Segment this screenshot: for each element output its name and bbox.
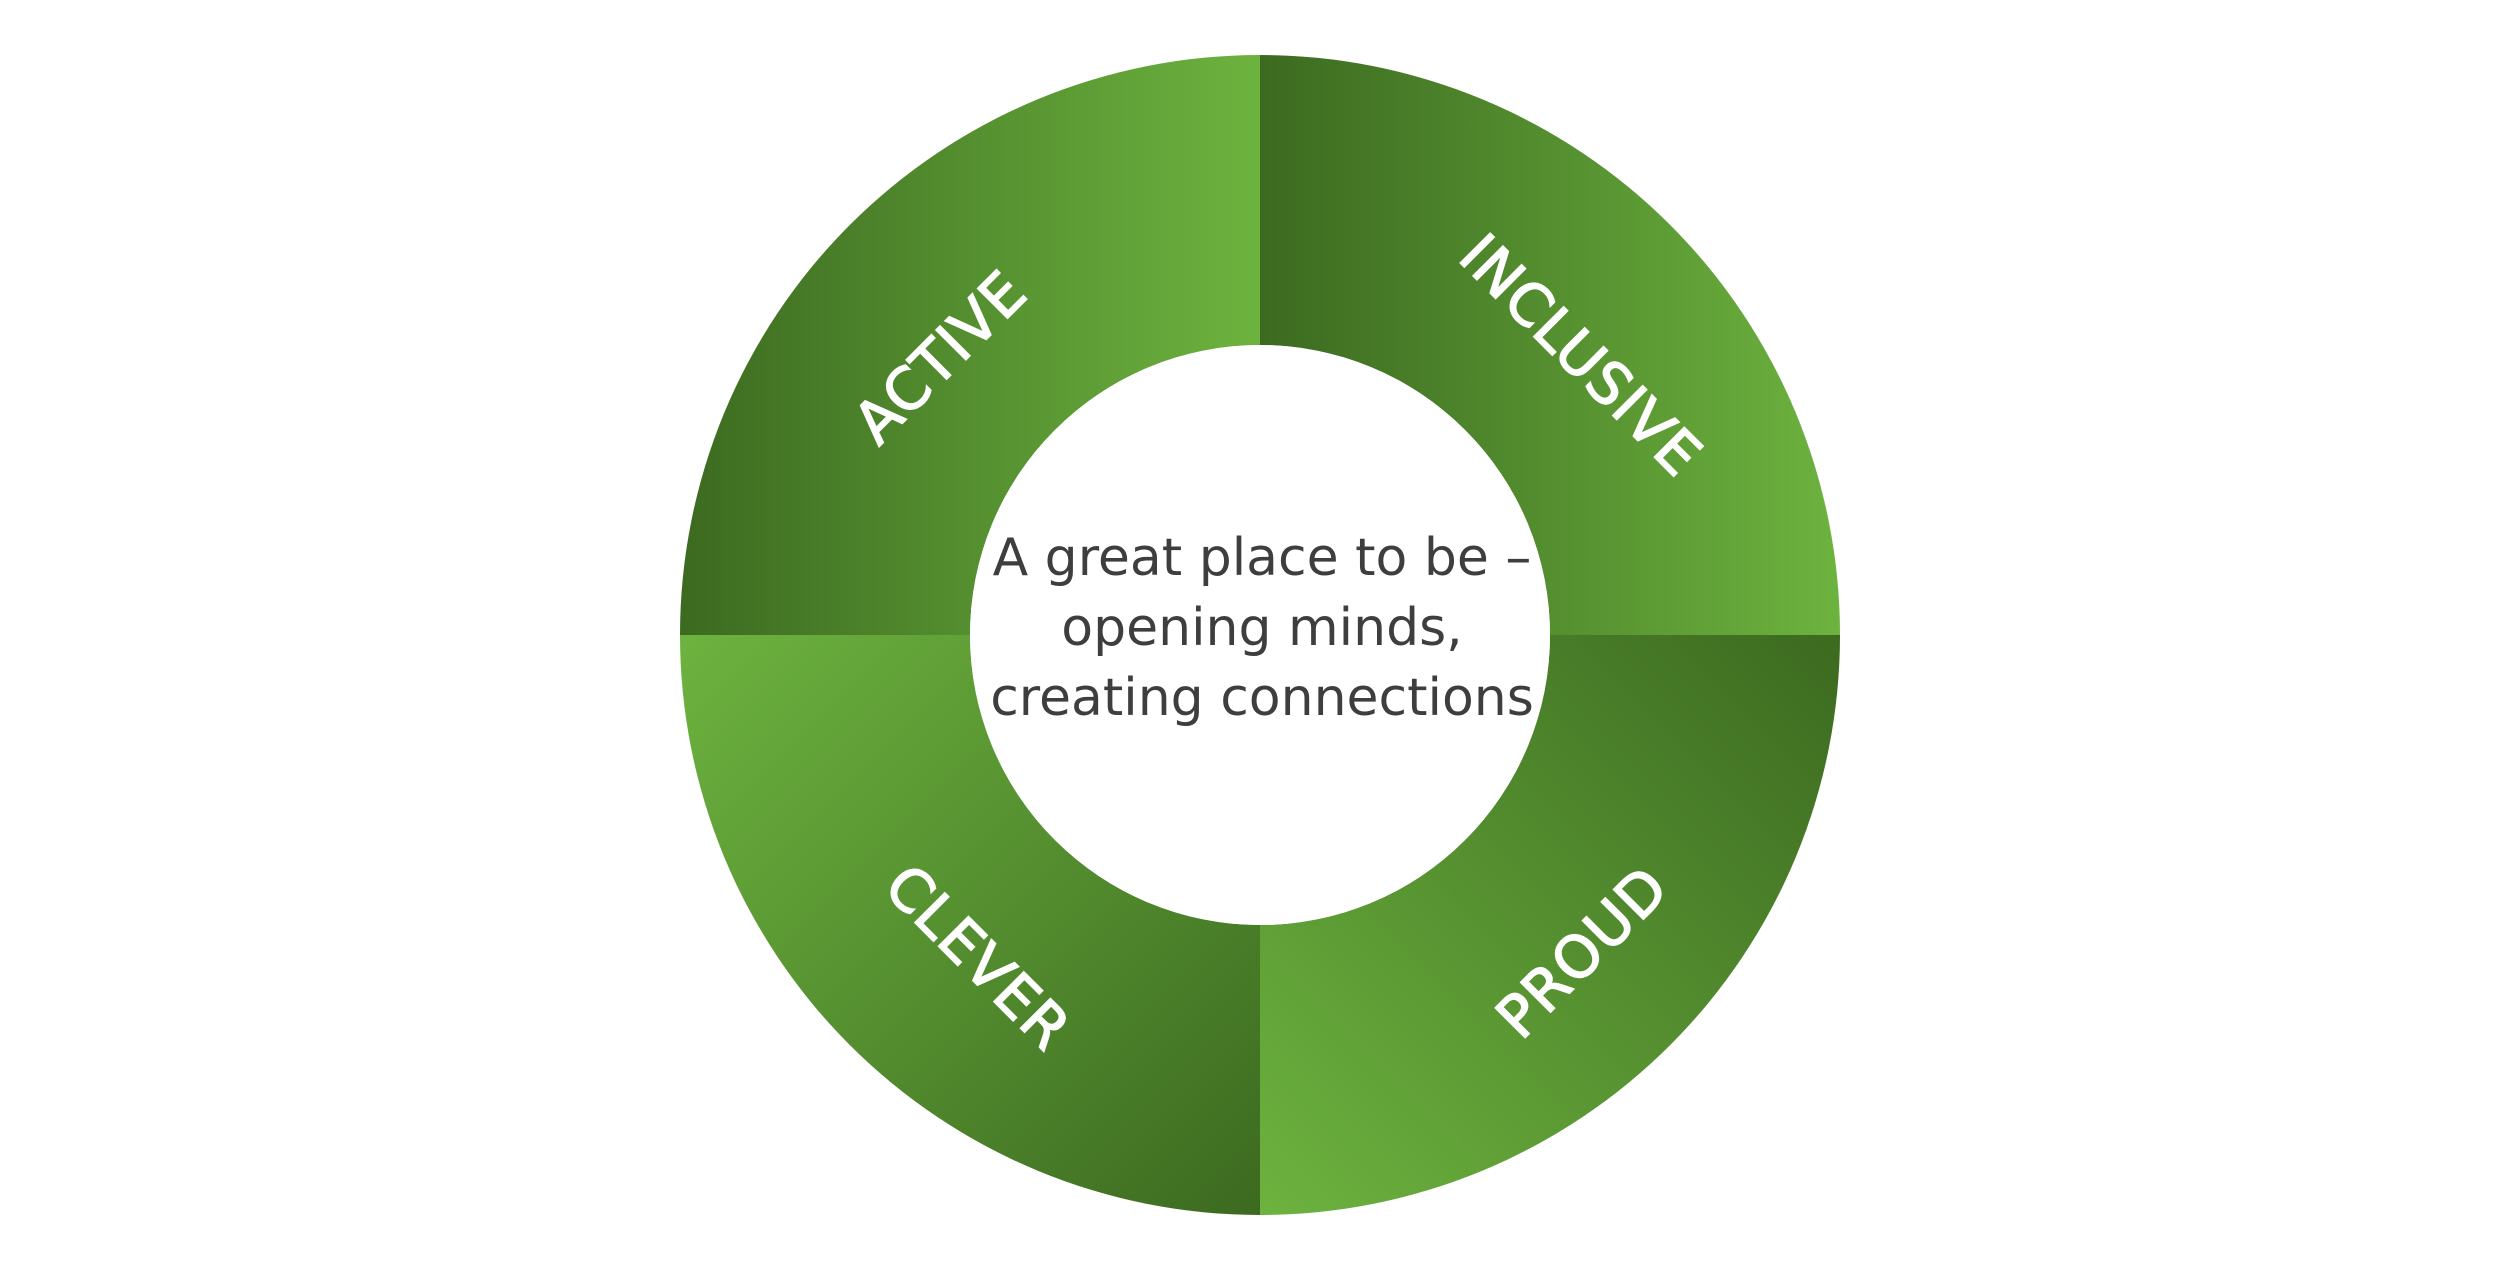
center-text-line-3: creating connections	[990, 668, 1534, 728]
center-circle	[970, 345, 1550, 925]
segment-active	[680, 55, 1260, 635]
segment-clever	[680, 635, 1260, 1215]
segment-proud	[1260, 635, 1840, 1215]
center-text-line-2: opening minds,	[1061, 598, 1462, 658]
center-text-line-1: A great place to be –	[993, 528, 1532, 588]
segment-inclusive	[1260, 55, 1840, 635]
